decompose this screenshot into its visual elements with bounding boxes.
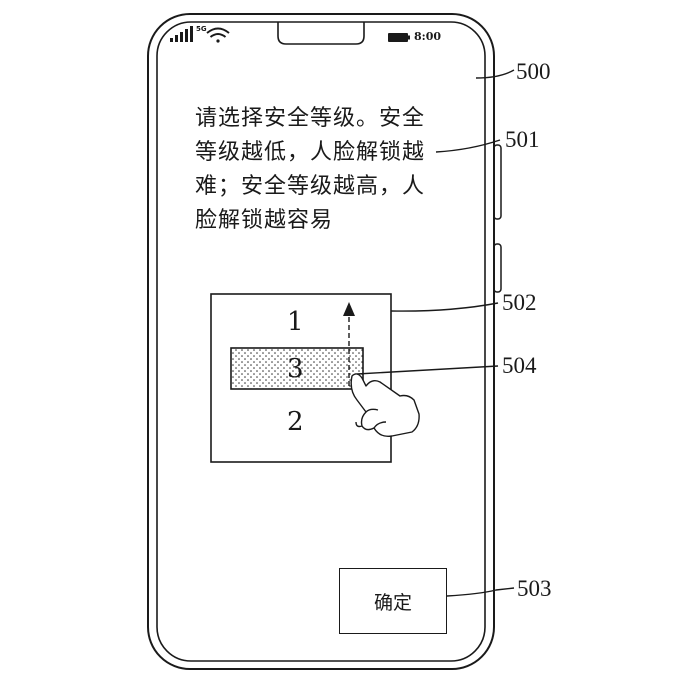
level-option-1[interactable]: 1 — [287, 307, 304, 337]
ref-label-500: 500 — [516, 59, 551, 84]
side-button-lower — [493, 243, 502, 293]
confirm-button[interactable]: 确定 — [339, 568, 447, 634]
phone-notch — [277, 22, 365, 45]
instruction-line: 请选择安全等级。安全 — [195, 106, 426, 131]
instruction-line: 等级越低，人脸解锁越 — [195, 140, 426, 165]
wifi-icon — [206, 27, 230, 43]
leader-502 — [390, 302, 499, 312]
instruction-line: 难；安全等级越高，人 — [195, 174, 426, 199]
phone-screen-border — [156, 21, 486, 662]
level-option-3[interactable]: 3 — [287, 354, 304, 384]
leader-500 — [475, 69, 515, 79]
swipe-arrow-head — [343, 302, 355, 316]
network-type: 5G — [196, 25, 207, 33]
level-selector-box[interactable] — [210, 293, 392, 463]
leader-501 — [435, 139, 501, 153]
hand-icon — [350, 373, 420, 438]
ref-label-502: 502 — [502, 290, 537, 315]
phone-outer-frame — [147, 13, 495, 670]
leader-503 — [446, 587, 515, 597]
ref-label-501: 501 — [505, 127, 540, 152]
battery-icon — [388, 33, 410, 42]
ref-label-503: 503 — [517, 576, 552, 601]
side-button-upper — [493, 144, 502, 220]
slider-bar[interactable] — [230, 347, 364, 390]
leader-504 — [356, 365, 499, 375]
ref-label-504: 504 — [502, 353, 537, 378]
status-time: 8:00 — [414, 30, 442, 43]
signal-icon — [170, 26, 193, 42]
level-option-2[interactable]: 2 — [287, 407, 304, 437]
leader-lines — [356, 69, 515, 597]
instruction-text: 请选择安全等级。安全 等级越低，人脸解锁越 难；安全等级越高，人 脸解锁越容易 — [195, 102, 445, 238]
instruction-line: 脸解锁越容易 — [195, 208, 334, 233]
